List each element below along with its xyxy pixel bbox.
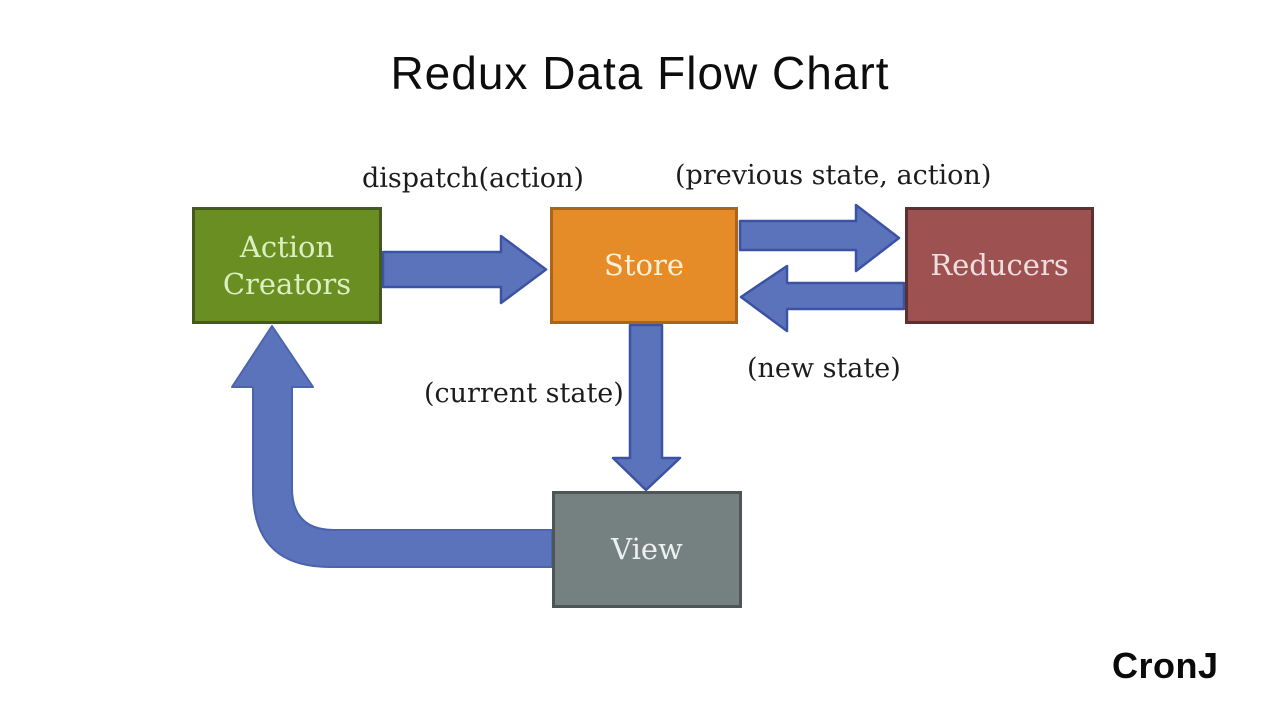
page-title: Redux Data Flow Chart (390, 47, 890, 99)
arrow-current-state-icon (611, 323, 682, 492)
arrow-new-state-icon (739, 264, 906, 333)
edge-label-current-state: (current state) (424, 378, 624, 409)
node-view-label: View (611, 532, 683, 567)
node-view: View (552, 491, 742, 608)
edge-label-dispatch: dispatch(action) (362, 163, 584, 194)
node-reducers: Reducers (905, 207, 1094, 324)
node-store: Store (550, 207, 738, 324)
node-action-creators-label: Action Creators (222, 230, 352, 301)
node-reducers-label: Reducers (930, 248, 1069, 283)
arrow-dispatch-icon (381, 234, 548, 305)
edge-label-previous-state: (previous state, action) (675, 160, 992, 191)
node-action-creators: Action Creators (192, 207, 382, 324)
cronj-logo: CronJ (1112, 645, 1219, 686)
arrow-previous-state-icon (738, 203, 901, 273)
edge-label-new-state: (new state) (747, 353, 901, 384)
arrow-render-loop-icon (231, 325, 553, 568)
node-store-label: Store (603, 248, 684, 283)
